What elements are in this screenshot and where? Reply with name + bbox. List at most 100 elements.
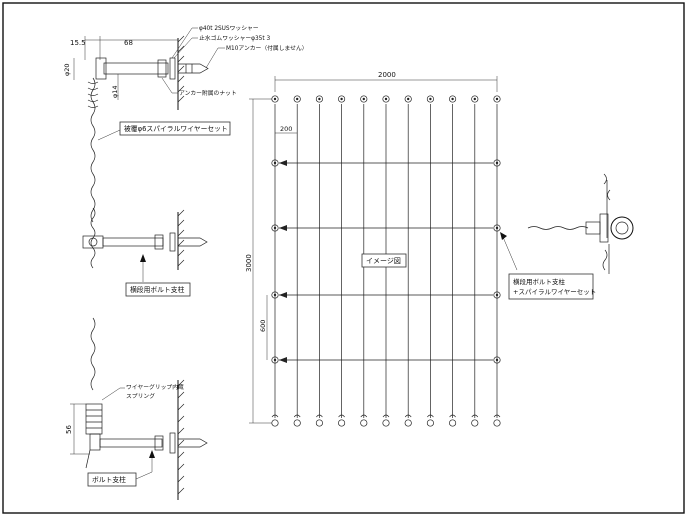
top-eyebolt [382, 95, 390, 103]
spiral-wire-bottom [90, 317, 96, 391]
bottom-spring [382, 414, 390, 418]
anchor-thread-top [185, 64, 193, 73]
horizontal-post-center [273, 161, 277, 165]
top-eyebolt-center [429, 97, 432, 101]
wall-hatch-top [177, 35, 185, 103]
bolt-head-bottom [89, 433, 101, 451]
washer-bottom [169, 432, 176, 454]
dim-dia14-label: φ14 [111, 85, 119, 98]
top-eyebolt-center [451, 97, 454, 101]
dim-68-label: 68 [124, 39, 133, 47]
bottom-eyebolt [426, 419, 434, 427]
dim-56-label: 56 [65, 425, 73, 434]
bottom-eyebolt [315, 419, 323, 427]
bolt-shaft-bottom [99, 438, 163, 448]
note-anchor-nut: アンカー附属のナット [179, 89, 237, 97]
detail-bottom: ワイヤーグリップ内蔵 スプリング 56 ボルト支柱 [65, 317, 208, 500]
note-sus-washer: φ40t 2SUSワッシャー [199, 25, 259, 32]
eyebolt-ring [610, 216, 634, 240]
detail-top: 15.5 68 φ20 φ14 φ40t 2SUSワッシャー 止水ゴムワッシャー… [63, 25, 308, 223]
top-eyebolt [271, 95, 279, 103]
dim-3000-label: 3000 [245, 254, 253, 272]
top-eyebolt-center [340, 97, 343, 101]
bottom-spring [427, 414, 434, 418]
wire-clip [279, 225, 287, 231]
horizontal-post [493, 291, 501, 299]
horizontal-post-center [273, 293, 277, 297]
bottom-eyebolt [382, 419, 390, 427]
bottom-spring [316, 414, 323, 418]
bottom-spring [404, 414, 412, 418]
bottom-spring [271, 414, 279, 418]
spring-top [87, 81, 99, 108]
elevation-view: 2000 200 3000 600 イメージ図 横段用ボルト支柱 +スパイラルワ… [245, 71, 596, 427]
horizontal-post [493, 159, 501, 167]
bolt-shaft-top [103, 62, 169, 75]
top-eyebolt [315, 95, 323, 103]
callout-right-line1: 横段用ボルト支柱 [513, 277, 566, 286]
note-wire-grip: ワイヤーグリップ内蔵 [126, 383, 184, 391]
horizontal-post-center [273, 358, 277, 362]
top-eyebolt [449, 95, 457, 103]
image-label: イメージ図 [366, 257, 401, 265]
top-eyebolt-center [296, 97, 299, 101]
dim-2000-label: 2000 [378, 71, 396, 79]
bottom-spring [449, 414, 456, 418]
horizontal-post-center [495, 161, 499, 165]
anchor-bottom [178, 438, 208, 448]
detail-middle: 横段用ボルト支柱 [82, 207, 208, 297]
eyebolt-washer [599, 213, 609, 243]
callout-box-bottom [87, 472, 137, 487]
note-spring: スプリング [126, 392, 155, 400]
washer-mid [169, 232, 176, 252]
top-eyebolt [293, 95, 301, 103]
callout-bolt-post: ボルト支柱 [92, 475, 126, 484]
note-rubber-washer: 止水ゴムワッシャーφ35t 3 [199, 34, 270, 42]
vertical-wire-eyebolt [606, 180, 610, 274]
callout-box-mid [125, 282, 191, 297]
top-eyebolt [426, 95, 434, 103]
image-label-box [361, 253, 407, 268]
bottom-spring [360, 414, 368, 418]
bolt-shaft-mid [102, 237, 164, 247]
horizontal-post [271, 159, 279, 167]
horizontal-post-center [273, 226, 277, 230]
bottom-eyebolt [493, 419, 501, 427]
callout-right-line2: +スパイラルワイヤーセット [513, 288, 596, 296]
bottom-eyebolt [404, 419, 412, 427]
dim-600-label: 600 [259, 320, 267, 332]
spiral-wire-top [90, 77, 96, 223]
bottom-eyebolt [360, 419, 368, 427]
callout-box-top [119, 121, 231, 136]
top-eyebolt-center [318, 97, 321, 101]
bottom-spring [493, 414, 501, 418]
horizontal-post [271, 291, 279, 299]
bottom-spring [293, 414, 301, 418]
horizontal-post [271, 356, 279, 364]
horizontal-post-center [495, 226, 499, 230]
callout-horizontal-bolt-post: 横段用ボルト支柱 [130, 285, 185, 294]
detail-eyebolt [527, 173, 634, 274]
bottom-eyebolt [293, 419, 301, 427]
top-eyebolt [338, 95, 346, 103]
callout-box-right [508, 273, 594, 300]
washer-top [169, 57, 176, 80]
anchor-mid [178, 237, 208, 247]
callout-spiral-wire-set: 被覆φ6スパイラルワイヤーセット [124, 124, 228, 133]
arrow-bottom [149, 450, 155, 458]
top-eyebolt-center [407, 97, 410, 101]
top-eyebolt [471, 95, 479, 103]
anchor-top [178, 63, 209, 74]
horizontal-post-center [495, 358, 499, 362]
bottom-eyebolt [449, 419, 457, 427]
top-eyebolt-center [273, 97, 277, 101]
bottom-spring [338, 414, 345, 418]
top-eyebolt [404, 95, 412, 103]
arrow-right [500, 232, 507, 240]
top-eyebolt-center [362, 97, 365, 101]
wall-hatch-mid [177, 209, 185, 267]
horizontal-wire-eyebolt [527, 226, 589, 230]
